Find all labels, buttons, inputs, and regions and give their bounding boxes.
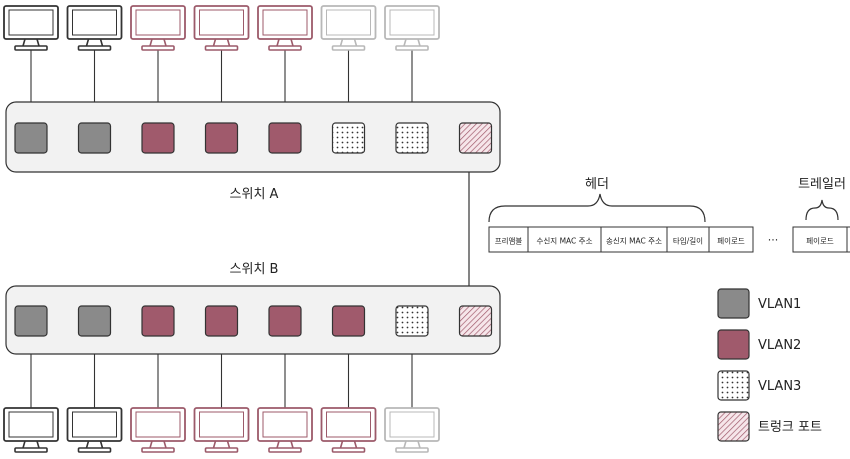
monitor-bottom-5-vlan2 bbox=[257, 407, 313, 453]
switch-b-port-2-vlan1 bbox=[77, 305, 112, 337]
monitor-top-5-vlan2 bbox=[257, 5, 313, 51]
legend-label-trunk: 트렁크 포트 bbox=[758, 420, 822, 435]
header-brace bbox=[488, 193, 706, 223]
switch-b-port-5-vlan2 bbox=[268, 305, 302, 337]
switch-a-port-7-vlan3 bbox=[395, 122, 429, 154]
switch-a-port-8-trunk bbox=[458, 122, 493, 154]
frame-field-4: 타입/길이 bbox=[673, 236, 703, 246]
ethernet-frame: 헤더 트레일러 프리앰블 수신지 MAC 주소 송신지 MAC 주소 타입/길이 페이로… bbox=[488, 177, 850, 253]
switch-b-port-7-vlan3 bbox=[395, 305, 429, 337]
monitor-bottom-1-vlan1 bbox=[3, 407, 59, 453]
trailer-brace bbox=[805, 199, 839, 221]
monitor-top-7-vlan3 bbox=[384, 5, 440, 51]
switch-b-chassis bbox=[5, 285, 501, 355]
legend-swatch-trunk bbox=[717, 411, 750, 442]
frame-field-7: 페이로드 bbox=[806, 236, 834, 246]
switch-b-port-1-vlan1 bbox=[14, 305, 48, 337]
switch-a-port-5-vlan2 bbox=[268, 122, 302, 154]
monitor-bottom-2-vlan1 bbox=[66, 407, 123, 453]
switch-a-label: 스위치 A bbox=[230, 187, 279, 202]
switch-a-port-4-vlan2 bbox=[204, 122, 239, 154]
frame-field-1: 프리앰블 bbox=[495, 237, 523, 246]
monitor-top-3-vlan2 bbox=[130, 5, 186, 51]
legend-swatch-vlan1 bbox=[717, 288, 750, 319]
legend-label-vlan3: VLAN3 bbox=[758, 379, 801, 394]
frame-field-box-1 bbox=[488, 226, 529, 253]
monitor-top-2-vlan1 bbox=[66, 5, 123, 51]
monitor-top-4-vlan2 bbox=[193, 5, 250, 51]
frame-field-box-4 bbox=[666, 226, 710, 253]
monitor-bottom-7-vlan3 bbox=[384, 407, 440, 453]
frame-field-box-2 bbox=[527, 226, 602, 253]
legend-label-vlan1: VLAN1 bbox=[758, 297, 801, 312]
monitor-bottom-6-vlan2 bbox=[320, 407, 377, 453]
frame-field-5: 페이로드 bbox=[717, 236, 745, 246]
legend-swatch-vlan3 bbox=[717, 370, 750, 401]
frame-field-2: 수신지 MAC 주소 bbox=[537, 237, 593, 246]
monitor-top-6-vlan3 bbox=[320, 5, 377, 51]
monitors-layer bbox=[3, 5, 440, 453]
switch-a-chassis bbox=[5, 101, 501, 173]
legend-swatch-vlan2 bbox=[717, 329, 750, 360]
monitor-top-1-vlan1 bbox=[3, 5, 59, 51]
header-label: 헤더 bbox=[585, 177, 609, 192]
ports-layer bbox=[14, 122, 493, 337]
frame-fields: 프리앰블 수신지 MAC 주소 송신지 MAC 주소 타입/길이 페이로드 ··· 페이로드… bbox=[488, 226, 850, 253]
trailer-label: 트레일러 bbox=[798, 177, 846, 192]
legend-label-vlan2: VLAN2 bbox=[758, 338, 801, 353]
monitor-bottom-3-vlan2 bbox=[130, 407, 186, 453]
frame-field-6: ··· bbox=[768, 234, 779, 247]
switch-a-port-6-vlan3 bbox=[331, 122, 366, 154]
frame-field-3: 송신지 MAC 주소 bbox=[606, 237, 662, 246]
frame-field-box-7 bbox=[792, 226, 848, 253]
frame-field-box-8 bbox=[846, 226, 850, 253]
switch-b-label: 스위치 B bbox=[230, 262, 279, 277]
switch-b-port-6-vlan2 bbox=[331, 305, 366, 337]
switch-a-port-2-vlan1 bbox=[77, 122, 112, 154]
switch-b-port-8-trunk bbox=[458, 305, 493, 337]
monitor-bottom-4-vlan2 bbox=[193, 407, 250, 453]
switch-b-port-4-vlan2 bbox=[204, 305, 239, 337]
switch-a-port-3-vlan2 bbox=[141, 122, 175, 154]
frame-field-box-5 bbox=[708, 226, 754, 253]
switch-b-port-3-vlan2 bbox=[141, 305, 175, 337]
switch-a-port-1-vlan1 bbox=[14, 122, 48, 154]
